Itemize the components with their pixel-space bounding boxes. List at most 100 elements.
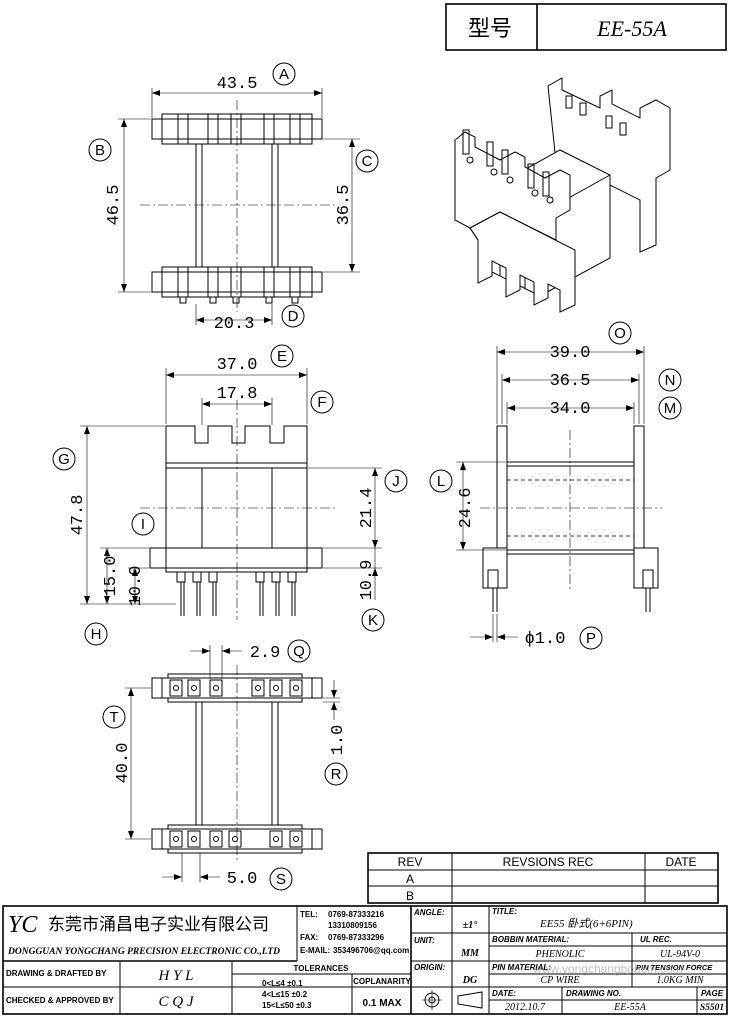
callout-circle-a xyxy=(272,62,296,86)
callout-circle-k xyxy=(361,608,385,632)
rev-row-b: B xyxy=(406,889,414,903)
bobbin-value: PHENOLIC xyxy=(535,949,585,960)
callout-letter-g: G xyxy=(58,451,70,468)
dim-g: 47.8 xyxy=(69,495,88,536)
callout-circle-d xyxy=(281,304,305,328)
callout-circle-q xyxy=(287,639,311,663)
callout-letter-e: E xyxy=(277,348,287,365)
callout-letter-f: F xyxy=(317,394,326,411)
callout-circle-b xyxy=(88,138,112,162)
company-name-cn: 东莞市涌昌电子实业有限公司 xyxy=(48,915,269,935)
rec-header: REVSIONS REC xyxy=(503,855,594,869)
dim-f: 17.8 xyxy=(217,385,258,404)
part-number: EE-55A xyxy=(596,16,667,41)
dim-k: 10.9 xyxy=(358,560,377,601)
callout-circle-f xyxy=(310,390,334,414)
rev-row-a: A xyxy=(406,872,414,886)
dim-o: 39.0 xyxy=(550,344,591,363)
type-label: 型号 xyxy=(468,17,512,42)
email-label: E-MAIL: xyxy=(300,946,330,955)
watermark: www.yongchangbobbin.com xyxy=(532,962,682,976)
date-value: 2012.10.7 xyxy=(505,1002,546,1013)
callout-circle-g xyxy=(52,447,76,471)
callout-circle-m xyxy=(658,396,682,420)
callout-letter-r: R xyxy=(331,766,342,783)
callout-letter-q: Q xyxy=(293,643,305,660)
coplanarity-label: COPLANARITY xyxy=(353,977,411,986)
dim-m: 34.0 xyxy=(550,400,591,419)
callout-letter-i: I xyxy=(141,516,145,533)
callout-circle-t xyxy=(102,705,126,729)
revision-table: REV REVSIONS REC DATE A B xyxy=(367,852,719,904)
callout-circle-o xyxy=(608,321,632,345)
fax-label: FAX: xyxy=(300,933,318,942)
dim-s: 5.0 xyxy=(227,870,258,889)
pin-tension-label: PIN TENSION FORCE xyxy=(636,963,713,972)
callout-letter-n: N xyxy=(665,372,676,389)
drawing-no-label: DRAWING NO. xyxy=(566,989,621,998)
isometric-view xyxy=(454,77,671,313)
date-label: DATE: xyxy=(492,989,516,998)
ul-label: UL REC. xyxy=(640,935,672,944)
projection-symbol-icon xyxy=(422,990,483,1010)
dim-d: 20.3 xyxy=(214,315,255,334)
callout-letter-s: S xyxy=(276,871,286,888)
callout-circle-h xyxy=(84,622,108,646)
email-value: 353496706@qq.com xyxy=(333,946,409,955)
callout-letter-l: L xyxy=(437,473,445,490)
company-logo: YC xyxy=(8,912,38,938)
company-name-en: DONGGUAN YONGCHANG PRECISION ELECTRONIC … xyxy=(7,947,280,957)
tol-line-1: 0<L≤4 ±0.1 xyxy=(262,979,303,988)
callout-letter-d: D xyxy=(288,308,299,325)
callout-letter-o: O xyxy=(614,325,626,342)
dim-q: 2.9 xyxy=(250,644,281,663)
drawing-no-value: EE-55A xyxy=(613,1002,647,1013)
tol-line-3: 15<L≤50 ±0.3 xyxy=(262,1001,312,1010)
front-view: 37.0 17.8 47.8 15.0 10.0 21.4 10.9 xyxy=(69,356,382,620)
callout-letter-j: J xyxy=(392,473,400,490)
rev-header: REV xyxy=(398,855,423,869)
dim-t: 40.0 xyxy=(114,743,133,784)
tol-label: TOLERANCES xyxy=(294,964,350,973)
callout-letter-a: A xyxy=(279,66,289,83)
bobbin-label: BOBBIN MATERIAL: xyxy=(492,935,570,944)
callout-letter-p: P xyxy=(586,630,596,647)
callout-letter-m: M xyxy=(664,400,677,417)
tel2-value: 13310809156 xyxy=(328,921,377,930)
callout-circle-i xyxy=(131,512,155,536)
angle-value: ±1° xyxy=(463,920,478,931)
pin-tension-value: 1.0KG MIN xyxy=(656,975,705,986)
callout-letter-t: T xyxy=(109,709,118,726)
dim-i: 15.0 xyxy=(102,556,121,597)
dim-h: 10.0 xyxy=(127,566,146,607)
page-value: S5501 xyxy=(700,1003,724,1013)
checked-label: CHECKED & APPROVED BY xyxy=(6,996,114,1005)
callout-letter-h: H xyxy=(91,626,102,643)
origin-value: DG xyxy=(462,975,478,986)
callout-letter-k: K xyxy=(368,612,378,629)
callout-circle-r xyxy=(324,762,348,786)
date-header: DATE xyxy=(665,855,696,869)
title-value: EE55 卧式(6+6PIN) xyxy=(539,917,633,930)
callout-letter-b: B xyxy=(95,142,105,159)
callout-letter-c: C xyxy=(362,153,373,170)
dim-b: 46.5 xyxy=(105,185,124,226)
callout-circle-p xyxy=(579,626,603,650)
top-view: 43.5 46.5 36.5 20.3 xyxy=(105,75,360,334)
bottom-view: 2.9 40.0 1.0 5.0 xyxy=(114,644,348,889)
drawn-label: DRAWING & DRAFTED BY xyxy=(6,969,107,978)
callout-circle-s xyxy=(269,867,293,891)
title-block: YC 东莞市涌昌电子实业有限公司 DONGGUAN YONGCHANG PREC… xyxy=(2,905,728,1015)
callout-circle-n xyxy=(658,368,682,392)
angle-label: ANGLE: xyxy=(413,908,445,917)
dim-e: 37.0 xyxy=(217,356,258,375)
callout-circle-c xyxy=(355,149,379,173)
dim-a: 43.5 xyxy=(217,75,258,94)
ul-value: UL-94V-0 xyxy=(660,949,700,960)
drawn-value: H Y L xyxy=(157,968,193,984)
callout-letters: A B C D E F G H I J K L MN O P Q R S T xyxy=(52,62,682,891)
header-box: 型号 EE-55A xyxy=(445,3,727,51)
pin-material-value: CP WIRE xyxy=(541,975,580,986)
